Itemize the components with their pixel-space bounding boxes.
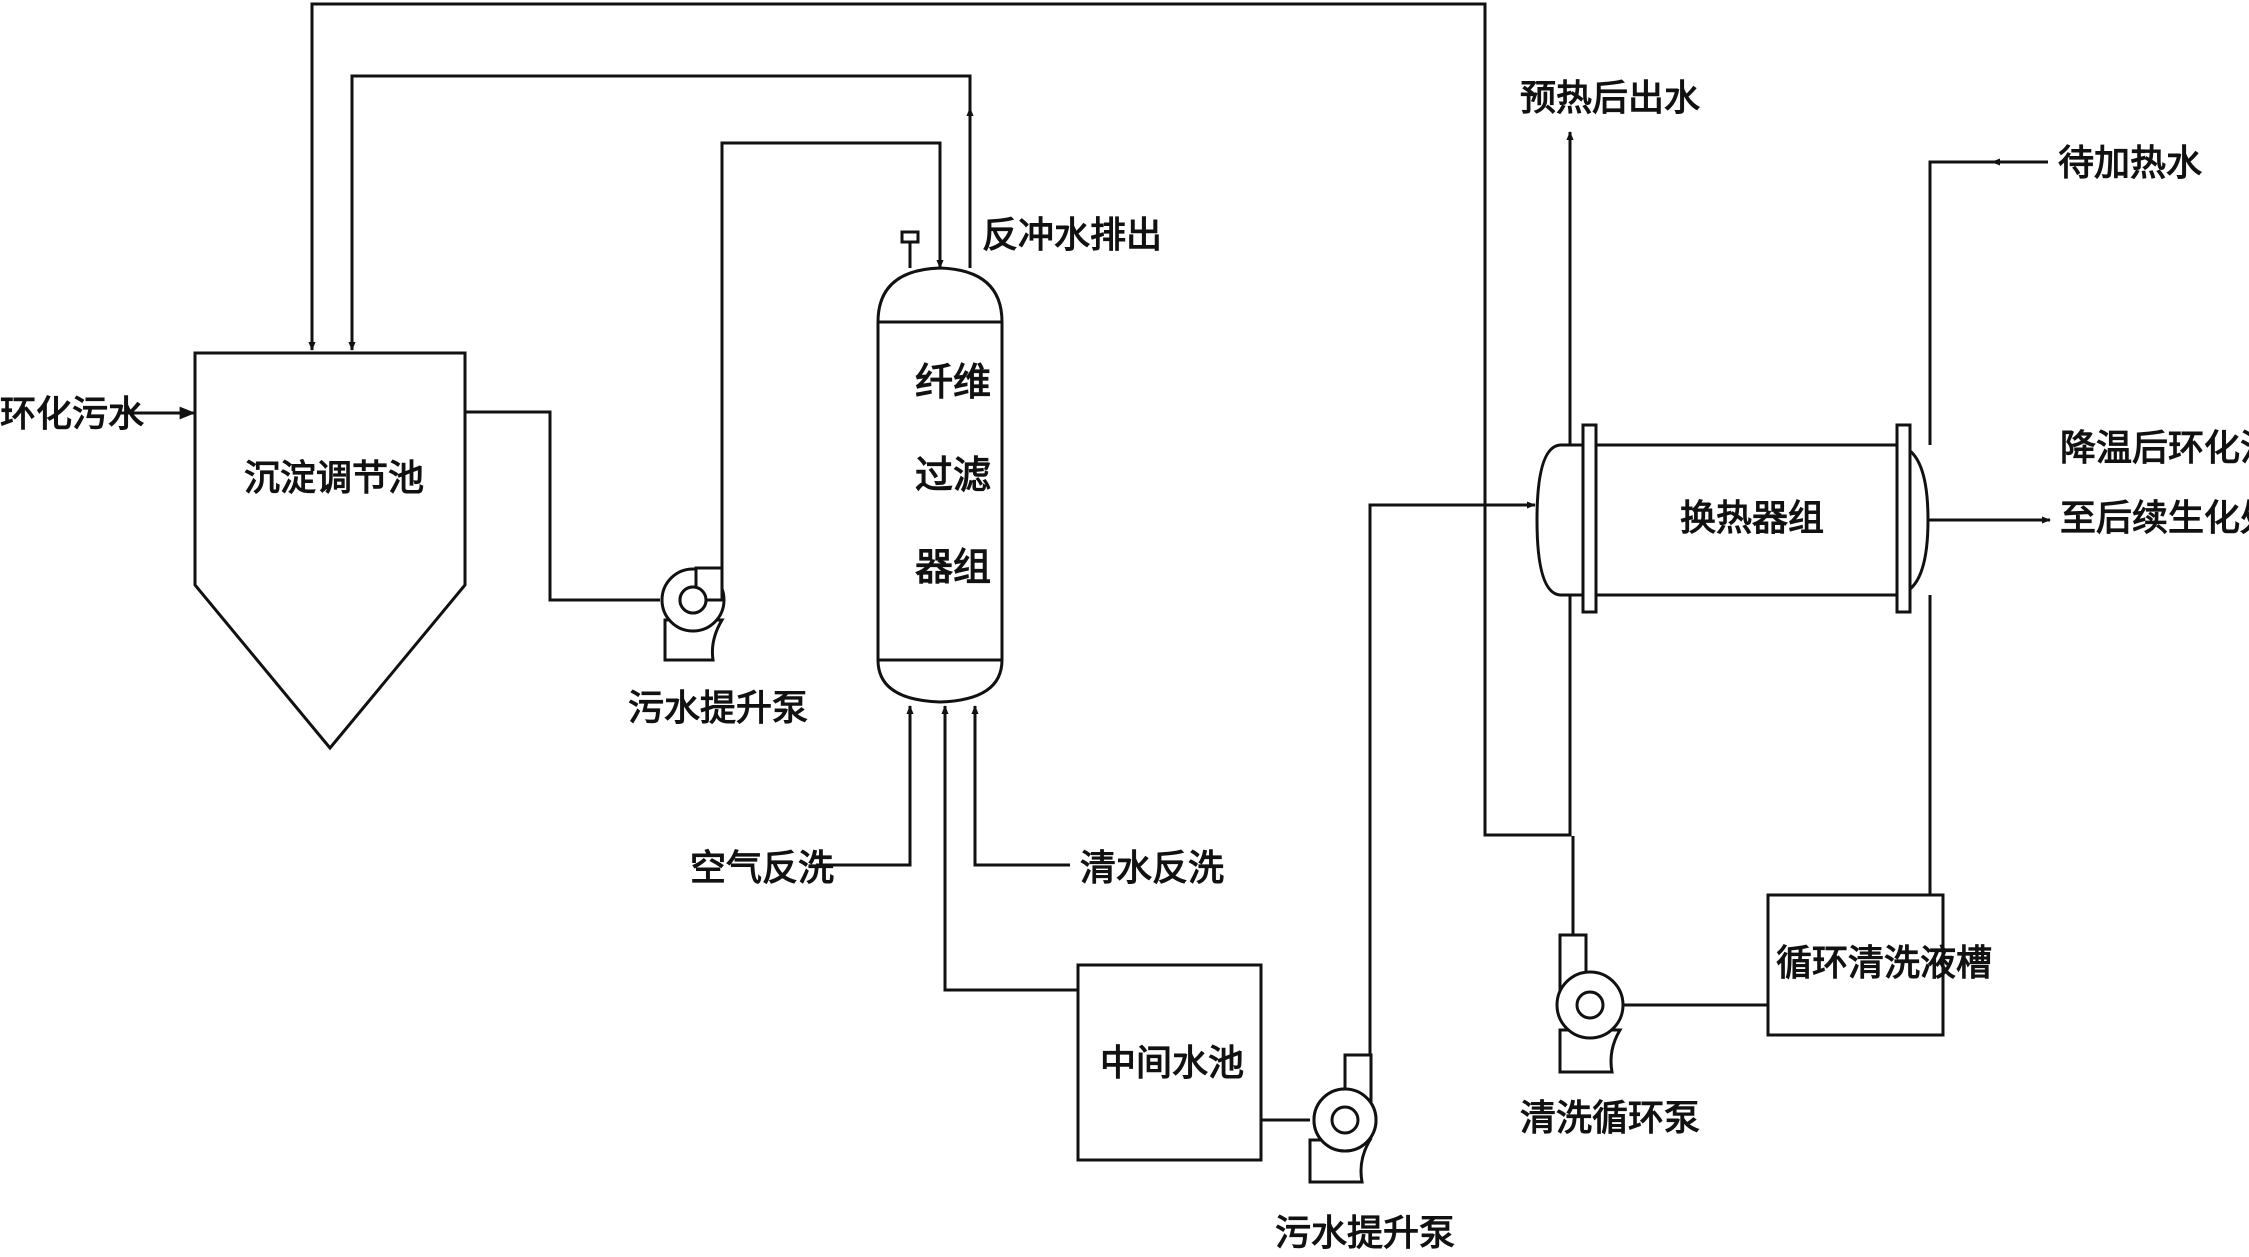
settling-tank-label: 沉淀调节池 [244, 458, 424, 499]
filter-label-2: 过滤 [915, 453, 991, 497]
pipe-tank-to-pump1 [465, 410, 660, 602]
air-backwash-label: 空气反洗 [690, 848, 834, 889]
pump1-label: 污水提升泵 [628, 688, 808, 729]
filter-label-3: 器组 [915, 545, 991, 589]
heat-exchanger-label: 换热器组 [1680, 498, 1824, 539]
settling-tank: 沉淀调节池 [193, 351, 467, 751]
sewage-lift-pump-2 [1308, 1053, 1378, 1184]
pipe-pump2-to-exchanger [1368, 501, 1536, 1055]
cleaning-tank-label: 循环清洗液槽 [1776, 943, 1992, 984]
preheated-out-label: 预热后出水 [1520, 78, 1701, 119]
pipe-water-backwash [971, 705, 1070, 867]
mid-tank-label: 中间水池 [1100, 1043, 1244, 1084]
intermediate-tank: 中间水池 [1076, 963, 1263, 1162]
filter-label-1: 纤维 [915, 360, 991, 404]
pipe-return-to-tank [308, 2, 1487, 530]
pipe-to-heat-inlet [1928, 160, 2048, 445]
water-backwash-label: 清水反洗 [1080, 848, 1224, 889]
backwash-out-label: 反冲水排出 [982, 215, 1162, 256]
sewage-lift-pump-1 [660, 566, 726, 662]
cleaning-circulation-pump [1555, 933, 1625, 1074]
pipe-exchanger-to-return [1483, 530, 1572, 837]
pipe-air-backwash [816, 705, 914, 867]
pipe-pump1-to-filter [720, 141, 944, 570]
fiber-filter-group: 纤维 过滤 器组 [876, 230, 1004, 704]
to-heat-label: 待加热水 [2058, 143, 2203, 184]
cleaning-pump-label: 清洗循环泵 [1520, 1098, 1700, 1139]
heat-exchanger-group: 换热器组 [1535, 423, 1930, 614]
pipe-filter-to-midtank [941, 705, 1078, 992]
outlet-label-2: 至后续生化处理 [2060, 498, 2249, 539]
outlet-label-1: 降温后环化污水 [2060, 428, 2249, 469]
pump2-label: 污水提升泵 [1275, 1213, 1455, 1254]
cleaning-solution-tank: 循环清洗液槽 [1766, 893, 1992, 1037]
pipe-backwash-to-tank [348, 74, 972, 351]
